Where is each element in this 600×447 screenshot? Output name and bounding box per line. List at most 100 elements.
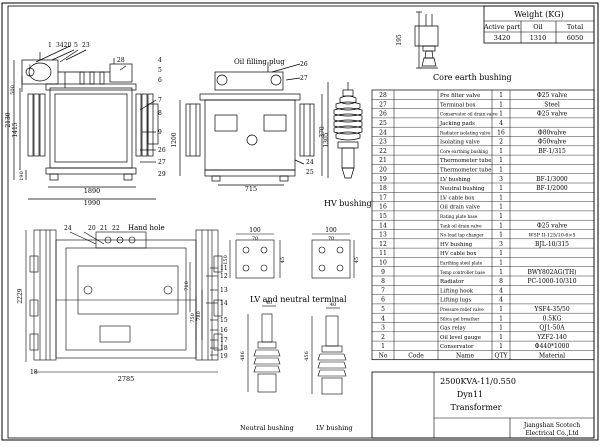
part-no: 17 xyxy=(379,194,387,201)
dim-neutral-height: 486 xyxy=(240,351,246,361)
part-no: 9 xyxy=(381,269,385,276)
part-no: 24 xyxy=(379,129,387,136)
side-view xyxy=(179,62,323,186)
weight-title: Weight (KG) xyxy=(514,10,564,19)
dim-lvt-70a: 70 xyxy=(252,236,258,242)
callout-front-26: 26 xyxy=(158,147,166,154)
title-line1: 2500KVA-11/0.550 xyxy=(440,377,516,386)
dim-side-h2: 1305 xyxy=(323,132,330,147)
part-material: Φ80valve xyxy=(538,129,567,136)
neutral-bushing-drawing xyxy=(247,305,281,393)
part-name: Pressure relief valve xyxy=(440,307,484,312)
dim-lvt-45b: 45 xyxy=(354,257,360,263)
core-earth-bushing-drawing xyxy=(414,11,439,69)
part-qty: 1 xyxy=(499,148,503,155)
callout-side-25: 25 xyxy=(306,169,314,176)
dim-plan-i1: 710 xyxy=(184,281,190,291)
part-material: Φ50valve xyxy=(538,139,567,146)
part-no: 8 xyxy=(381,278,385,285)
dim-plan-height: 2229 xyxy=(17,288,24,303)
callout-side-24: 24 xyxy=(306,159,314,166)
part-name: Pre filter valve xyxy=(440,93,480,99)
part-no: 11 xyxy=(379,250,387,257)
part-no: 20 xyxy=(379,167,387,174)
part-qty: 1 xyxy=(499,157,503,164)
callout-plan-12: 12 xyxy=(220,273,228,280)
label-hv-bushing: HV bushing xyxy=(324,199,372,208)
callout-front-5: 5 xyxy=(158,67,162,74)
part-material: BF-1/315 xyxy=(538,148,566,155)
dim-lvt-100a: 100 xyxy=(249,227,261,234)
part-name: Lifting lugs xyxy=(440,298,471,304)
part-material: BF-1/2000 xyxy=(536,185,568,192)
weight-header-oil: Oil xyxy=(533,23,543,31)
label-neutral-bushing: Neutral bushing xyxy=(240,424,294,432)
part-qty: 1 xyxy=(499,334,503,341)
part-qty: 1 xyxy=(499,101,503,108)
label-hand-hole: Hand hole xyxy=(128,224,165,232)
part-no: 21 xyxy=(379,157,387,164)
part-qty: 8 xyxy=(499,278,503,285)
callout-side-27: 27 xyxy=(300,75,308,82)
parts-header: Material xyxy=(539,353,565,360)
part-no: 5 xyxy=(381,306,385,313)
dim-core-height: 195 xyxy=(396,34,403,46)
part-qty: 4 xyxy=(499,287,503,294)
callout-front-27: 27 xyxy=(158,159,166,166)
callout-plan-24: 24 xyxy=(64,225,72,232)
dim-front-w2: 1990 xyxy=(84,199,101,207)
part-name: Radiator xyxy=(440,279,464,285)
front-view xyxy=(13,45,159,200)
part-material: BWY802AG(TH) xyxy=(527,269,576,276)
part-no: 2 xyxy=(381,334,385,341)
part-qty: 4 xyxy=(499,120,503,127)
dim-lvb-height: 456 xyxy=(304,351,310,361)
callout-plan-left-18: 18 xyxy=(30,369,38,376)
callout-plan-20: 20 xyxy=(88,225,96,232)
callout-plan-19: 19 xyxy=(220,353,228,360)
callout-front-4: 23 xyxy=(82,42,90,49)
dim-lvt-150a: 150 xyxy=(223,255,229,265)
weight-value-oil: 1310 xyxy=(530,34,547,42)
parts-header: Code xyxy=(408,353,424,360)
outer-frame xyxy=(1,2,599,441)
part-name: Jacking pads xyxy=(439,121,475,127)
parts-header: Name xyxy=(456,353,475,360)
callout-plan-11: 11 xyxy=(220,265,228,272)
lv-bushing-drawing xyxy=(311,307,347,395)
part-no: 14 xyxy=(379,222,387,229)
part-name: Oil level gauge xyxy=(440,335,481,341)
dim-front-top: 500 xyxy=(10,85,16,95)
dim-neutral-width: 40 xyxy=(266,300,272,306)
part-no: 18 xyxy=(379,185,387,192)
part-qty: 1 xyxy=(499,204,503,211)
inner-frame xyxy=(7,5,595,439)
part-qty: 16 xyxy=(497,129,505,136)
part-name: Lifting hook xyxy=(440,288,474,294)
part-qty: 2 xyxy=(499,139,503,146)
callout-front-28: 28 xyxy=(117,57,125,64)
part-qty: 1 xyxy=(499,232,503,239)
weight-table: Weight (KG) Active part Oil Total 3420 1… xyxy=(483,5,595,44)
part-name: LV bushing xyxy=(440,177,471,183)
part-name: LV cable box xyxy=(440,195,475,201)
part-material: Φ25 valve xyxy=(537,222,568,229)
dim-lvb-width: 40 xyxy=(330,302,336,308)
callout-front-7: 7 xyxy=(158,97,162,104)
part-qty: 1 xyxy=(499,269,503,276)
dim-lvt-100b: 100 xyxy=(325,227,337,234)
part-material: PC-1000-10/310 xyxy=(527,278,576,285)
part-qty: 1 xyxy=(499,343,503,350)
part-qty: 1 xyxy=(499,111,503,118)
company-line1: Jiangshan Scotech xyxy=(523,422,580,429)
dim-plan-width: 2785 xyxy=(118,375,135,383)
part-name: Neutral bushing xyxy=(440,186,485,192)
part-name: HV cable box xyxy=(440,251,476,257)
dim-front-low: 190 xyxy=(19,171,25,181)
dim-front-body: 1415 xyxy=(12,122,19,137)
callout-side-26: 26 xyxy=(300,61,308,68)
part-name: Conservator xyxy=(440,344,474,350)
part-no: 1 xyxy=(381,343,385,350)
